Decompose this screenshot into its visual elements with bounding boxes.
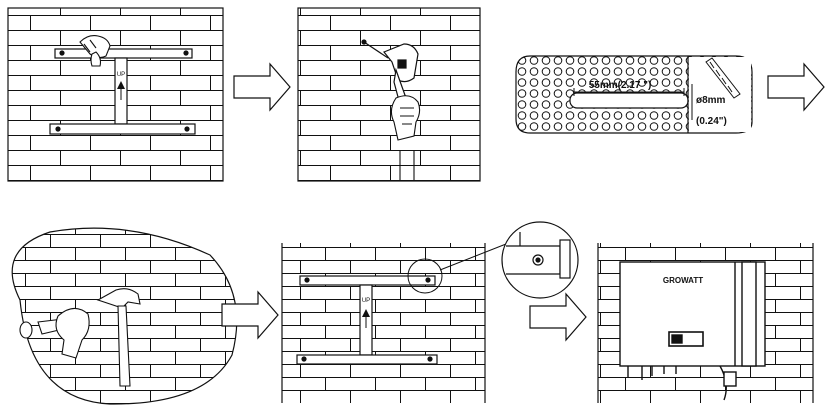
step-5-panel: UP [281,221,579,403]
step-3-drill-spec: 55mm(2.17 ") ø8mm (0.24") [515,55,753,134]
inverter-brand-logo: GROWATT [663,276,703,285]
flow-arrow-1 [233,62,291,112]
inverter [619,261,766,401]
hand-icon [390,95,421,180]
flow-arrow-3 [767,62,825,112]
bracket-up-label: UP [362,298,370,304]
hand-icon [79,35,111,67]
hand-icon [55,307,90,359]
drill-depth-label: 55mm(2.17 ") [589,80,652,91]
drill-diameter-inch-label: (0.24") [696,116,727,127]
drill-diameter-label: ø8mm [696,95,726,106]
bracket-up-label: UP [117,72,125,78]
step-4-panel [11,227,238,405]
drill-hole [569,92,689,109]
step-2-panel [297,7,481,182]
drill-bit-icon [705,57,741,99]
step-1-panel: UP [7,7,224,182]
step-6-panel: GROWATT [597,243,814,403]
bracket-detail [506,232,571,279]
detail-marker [407,258,443,294]
flow-arrow-5 [529,292,587,342]
flow-arrow-4 [221,290,279,340]
hammer-icon [96,288,141,387]
